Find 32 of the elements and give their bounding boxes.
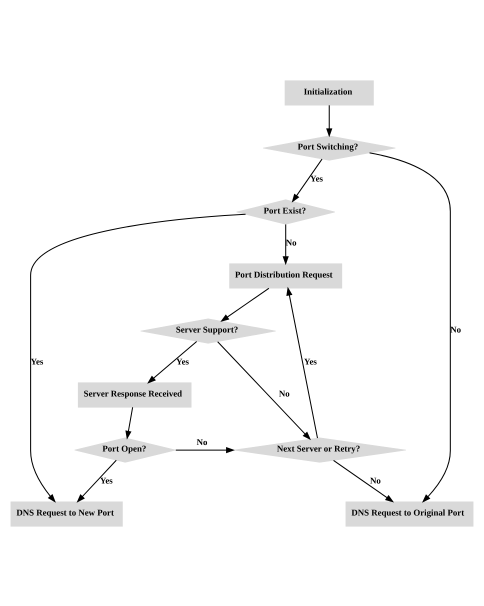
arrow xyxy=(147,340,197,384)
arrow xyxy=(125,406,134,440)
arrow xyxy=(292,158,322,202)
arrow xyxy=(369,152,451,502)
arrow xyxy=(282,224,289,265)
node-box: Port Distribution Request xyxy=(229,262,342,288)
edge-label: Yes xyxy=(176,356,189,366)
arrow xyxy=(326,104,332,137)
node-diamond: Port Open? xyxy=(74,437,176,462)
arrow xyxy=(286,286,318,438)
arrow xyxy=(176,446,235,453)
node-diamond: Port Switching? xyxy=(262,134,396,160)
arrow xyxy=(217,340,311,440)
edge-label: Yes xyxy=(304,356,317,366)
node-diamond: Next Server or Retry? xyxy=(233,437,406,462)
node-diamond: Server Support? xyxy=(140,318,276,344)
node-box: Initialization xyxy=(284,80,374,106)
node-box: DNS Request to New Port xyxy=(10,500,123,526)
edge-label: Yes xyxy=(30,356,44,366)
edge-label: Yes xyxy=(310,173,323,184)
edge-label: Yes xyxy=(100,475,113,486)
edge-label: No xyxy=(196,436,208,446)
node-diamond: Port Exist? xyxy=(236,198,336,224)
arrow xyxy=(30,213,246,502)
edge-label: No xyxy=(286,237,296,248)
arrow xyxy=(220,287,270,322)
arrow xyxy=(76,459,117,502)
arrow xyxy=(333,460,394,502)
node-box: Server Response Received xyxy=(78,382,192,408)
edge-label: No xyxy=(370,475,381,486)
node-box: DNS Request to Original Port xyxy=(346,500,474,526)
edge-label: No xyxy=(278,388,290,398)
